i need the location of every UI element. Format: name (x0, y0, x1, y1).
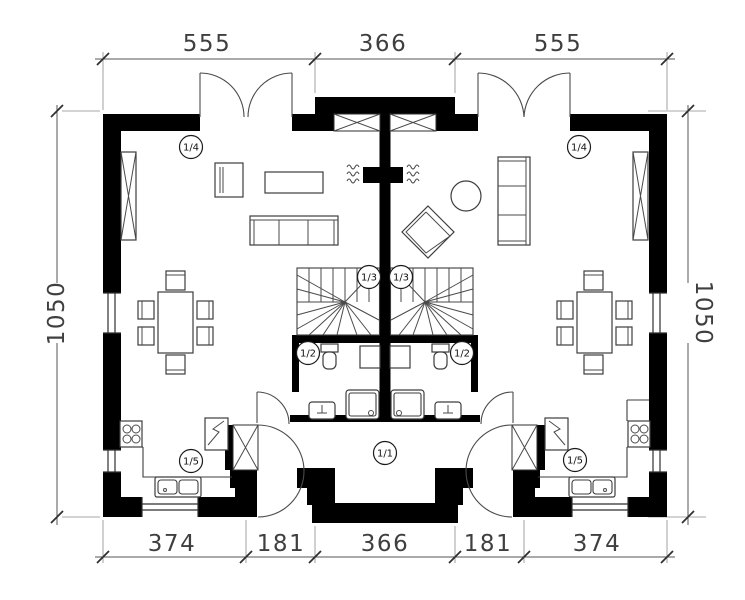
sofa-right-icon (497, 156, 531, 246)
wardrobe-left-icon (120, 151, 137, 241)
coffee-table-left-icon (264, 171, 324, 194)
toilet-left-icon (320, 343, 339, 370)
window-right-upper (649, 292, 667, 334)
svg-text:1/1: 1/1 (377, 449, 393, 460)
shower-right-icon (390, 389, 425, 420)
washer-left-icon (359, 345, 381, 369)
bath-door-left-icon (256, 391, 290, 425)
hall-entry-door-right-icon (465, 424, 513, 518)
room-labels: 1/4 1/4 1/3 1/3 1/2 1/2 1/5 1/5 (178, 134, 592, 474)
radiator-squiggle-right-icon (406, 164, 420, 184)
french-door-left-icon (199, 72, 293, 118)
window-left-upper (103, 292, 121, 334)
stove-left-icon (119, 420, 143, 448)
svg-text:1/5: 1/5 (567, 456, 583, 467)
dining-table-right-icon (576, 291, 613, 354)
svg-text:1/4: 1/4 (183, 143, 199, 154)
toilet-right-icon (431, 343, 450, 370)
svg-text:1/4: 1/4 (571, 143, 587, 154)
vent-box-hall-right-icon (511, 424, 538, 471)
dim-bottom-1: 374 (148, 531, 196, 557)
staircase-left (296, 267, 381, 336)
kitchen-sink-left-icon (154, 476, 202, 498)
dim-right: 1050 (690, 281, 716, 346)
stove-right-icon (627, 420, 651, 448)
svg-text:1/2: 1/2 (300, 349, 316, 360)
diamond-armchair-icon (401, 205, 455, 259)
windows (103, 292, 667, 517)
french-door-right-icon (477, 72, 571, 118)
vent-box-top-right-icon (389, 113, 437, 132)
window-left-lower (103, 449, 121, 473)
sofa-left-icon (249, 215, 339, 246)
svg-text:1/5: 1/5 (183, 457, 199, 468)
bath-sink-right-icon (434, 401, 462, 420)
boiler-right-icon (544, 417, 569, 451)
dim-top-right: 555 (534, 31, 582, 57)
vent-box-hall-left-icon (232, 424, 259, 471)
bathroom-left-fixtures (308, 343, 381, 420)
dim-left: 1050 (44, 281, 70, 346)
living-left-furniture (120, 151, 339, 246)
vent-box-top-left-icon (333, 113, 381, 132)
dining-set-right (556, 270, 633, 375)
room-label-kitchen-left: 1/5 (178, 448, 204, 474)
room-label-living-right: 1/4 (566, 134, 592, 160)
bath-sink-left-icon (308, 401, 336, 420)
room-label-living-left: 1/4 (178, 134, 204, 160)
dim-bottom-3: 366 (361, 531, 409, 557)
dining-set-left (137, 270, 214, 375)
dim-top-left: 555 (183, 31, 231, 57)
bath-door-right-icon (480, 391, 514, 425)
bathroom-right-fixtures (389, 343, 462, 420)
dim-bottom-4: 181 (464, 531, 512, 557)
doors (199, 72, 571, 518)
window-right-lower (649, 449, 667, 473)
wardrobe-right-icon (632, 151, 649, 241)
window-bottom-left-kitchen (141, 497, 199, 517)
radiator-squiggle-left-icon (346, 164, 360, 184)
counter-right-icon (538, 447, 628, 478)
room-label-stairs-right: 1/3 (388, 264, 414, 290)
svg-text:1/3: 1/3 (393, 273, 409, 284)
boiler-left-icon (204, 417, 229, 451)
room-label-stairs-left: 1/3 (356, 264, 382, 290)
room-label-bath-left: 1/2 (295, 340, 321, 366)
shower-left-icon (345, 389, 380, 420)
room-label-hall: 1/1 (372, 440, 398, 466)
dining-table-left-icon (157, 291, 194, 354)
living-right-furniture (401, 151, 649, 259)
round-table-icon (450, 180, 482, 212)
dimension-annotations: 555 366 555 374 181 366 181 374 1050 (44, 31, 716, 564)
dim-bottom-5: 374 (573, 531, 621, 557)
kitchen-left-fixtures (119, 417, 232, 498)
vent-chimney-boxes (232, 113, 538, 471)
hall-entry-door-left-icon (257, 424, 305, 518)
armchair-left-icon (214, 162, 244, 198)
dim-bottom-2: 181 (257, 531, 305, 557)
svg-text:1/3: 1/3 (361, 273, 377, 284)
dim-top-center: 366 (359, 31, 407, 57)
counter-left-icon (142, 447, 232, 478)
dining-chairs-right-icon (556, 270, 633, 375)
washer-right-icon (389, 345, 411, 369)
svg-text:1/2: 1/2 (454, 349, 470, 360)
kitchen-right-fixtures (538, 399, 651, 498)
walls (103, 97, 667, 523)
kitchen-sink-right-icon (568, 476, 616, 498)
room-label-bath-right: 1/2 (449, 340, 475, 366)
staircase-right (389, 267, 474, 336)
window-bottom-right-kitchen (571, 497, 629, 517)
dining-chairs-left-icon (137, 270, 214, 375)
room-label-kitchen-right: 1/5 (562, 447, 588, 473)
